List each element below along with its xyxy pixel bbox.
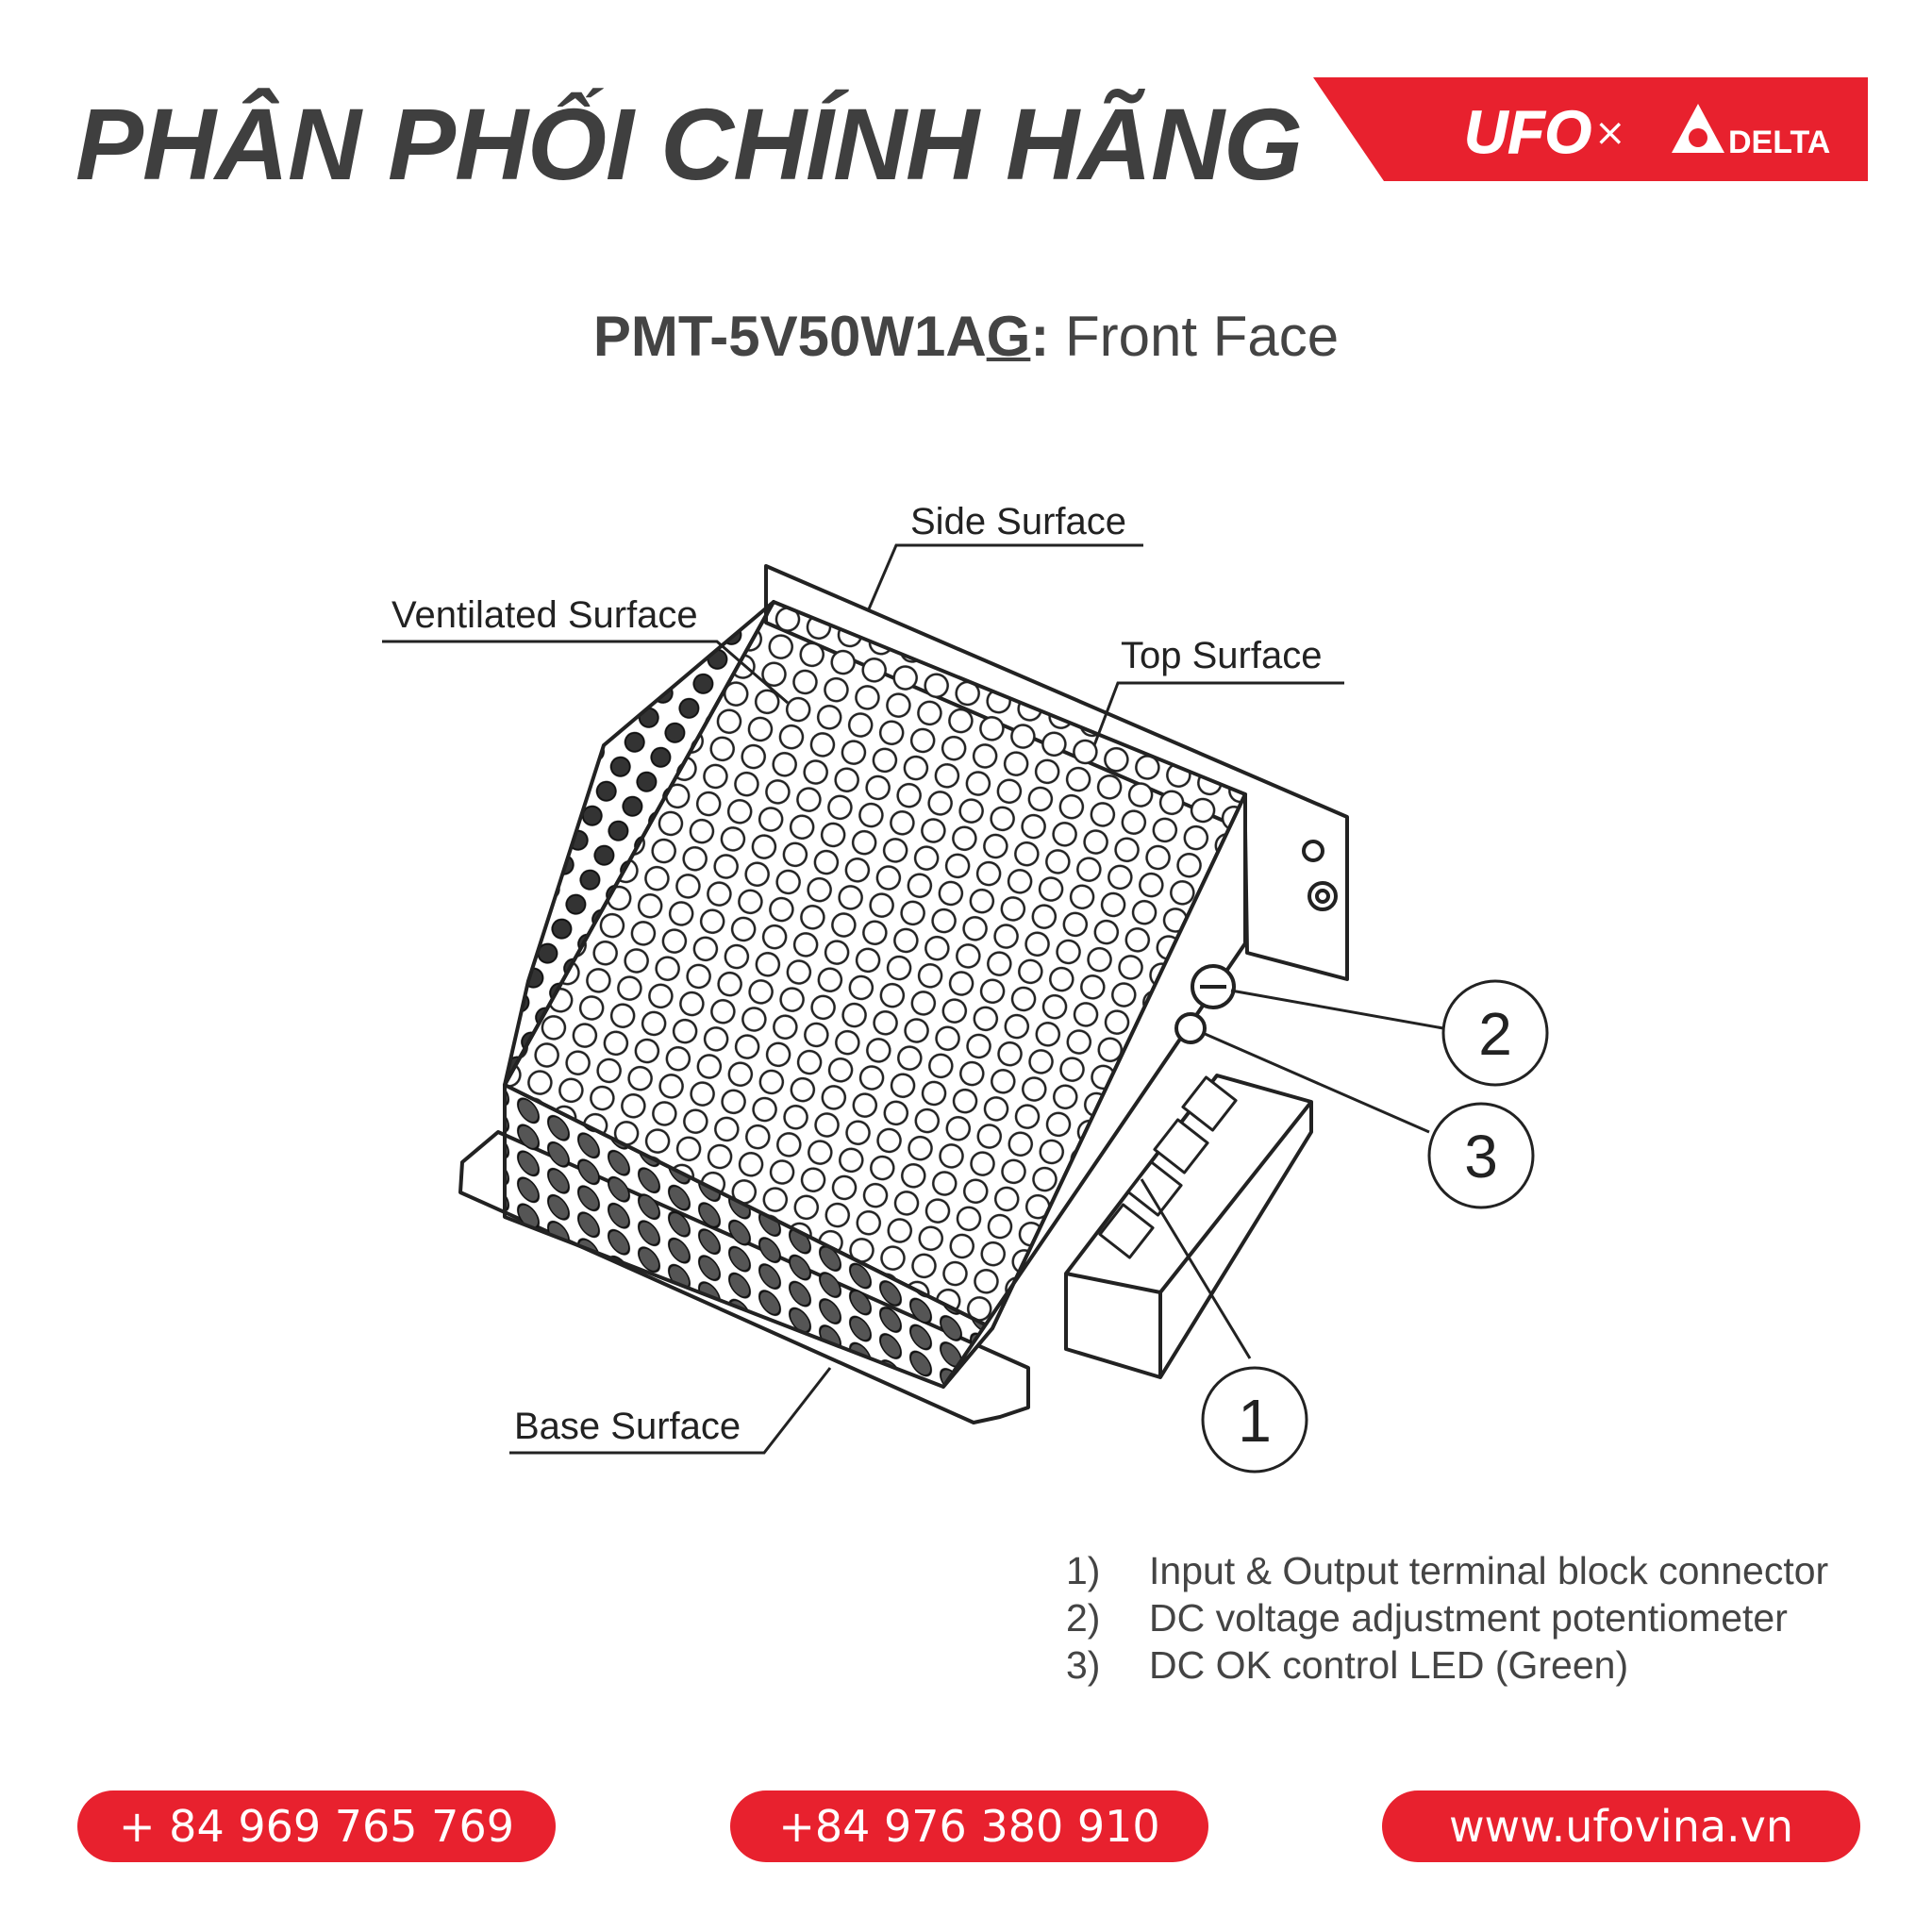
callout-2-label: 2 xyxy=(1478,1000,1512,1068)
phone-2-button[interactable]: +84 976 380 910 xyxy=(730,1790,1208,1862)
callout-1: 1 xyxy=(1201,1366,1308,1474)
diagram-title: PMT-5V50W1AG: Front Face xyxy=(0,304,1932,369)
ventilated-surface-label: Ventilated Surface xyxy=(391,594,698,636)
callout-3: 3 xyxy=(1427,1102,1535,1209)
callout-1-label: 1 xyxy=(1238,1387,1272,1455)
callout-2: 2 xyxy=(1441,979,1549,1087)
legend-text: DC voltage adjustment potentiometer xyxy=(1149,1596,1788,1640)
title-colon: : xyxy=(1030,305,1050,368)
legend-text: Input & Output terminal block connector xyxy=(1149,1549,1829,1592)
view-name: Front Face xyxy=(1049,305,1340,368)
website-link[interactable]: www.ufovina.vn xyxy=(1382,1790,1860,1862)
legend-num: 1) xyxy=(1066,1549,1101,1592)
top-surface-label: Top Surface xyxy=(1121,635,1322,676)
brand-separator: × xyxy=(1594,111,1626,155)
model-suffix: G xyxy=(986,305,1031,368)
side-surface-label: Side Surface xyxy=(910,501,1126,542)
callout-markers: 1 2 3 xyxy=(1201,979,1549,1474)
surface-labels: Side Surface Ventilated Surface Top Surf… xyxy=(391,501,1322,1447)
left-vent-edge xyxy=(503,600,775,1087)
legend-num: 3) xyxy=(1066,1643,1101,1687)
callout-3-label: 3 xyxy=(1464,1123,1498,1191)
model-prefix: PMT-5V50W1A xyxy=(592,305,987,368)
delta-logo-icon xyxy=(1672,104,1724,153)
phone-1-button[interactable]: + 84 969 765 769 xyxy=(77,1790,556,1862)
led-icon xyxy=(1174,1012,1207,1044)
base-surface-label: Base Surface xyxy=(514,1406,741,1447)
legend-item: 1) Input & Output terminal block connecto… xyxy=(1066,1547,1828,1594)
legend-text: DC OK control LED (Green) xyxy=(1149,1643,1629,1687)
legend: 1) Input & Output terminal block connecto… xyxy=(1066,1547,1828,1689)
case-body xyxy=(503,600,1247,1389)
terminal-block xyxy=(1064,1074,1313,1379)
brand-banner: UFO × DELTA xyxy=(1313,77,1868,181)
leader-lines xyxy=(382,543,1444,1455)
legend-num: 2) xyxy=(1066,1596,1101,1640)
headline: PHÂN PHỐI CHÍNH HÃNG xyxy=(75,87,1303,201)
delta-logo: DELTA xyxy=(1728,125,1830,160)
ufo-logo: UFO xyxy=(1464,98,1591,166)
legend-item: 3) DC OK control LED (Green) xyxy=(1066,1641,1828,1689)
legend-item: 2) DC voltage adjustment potentiometer xyxy=(1066,1594,1828,1641)
potentiometer-icon xyxy=(1191,964,1236,1009)
